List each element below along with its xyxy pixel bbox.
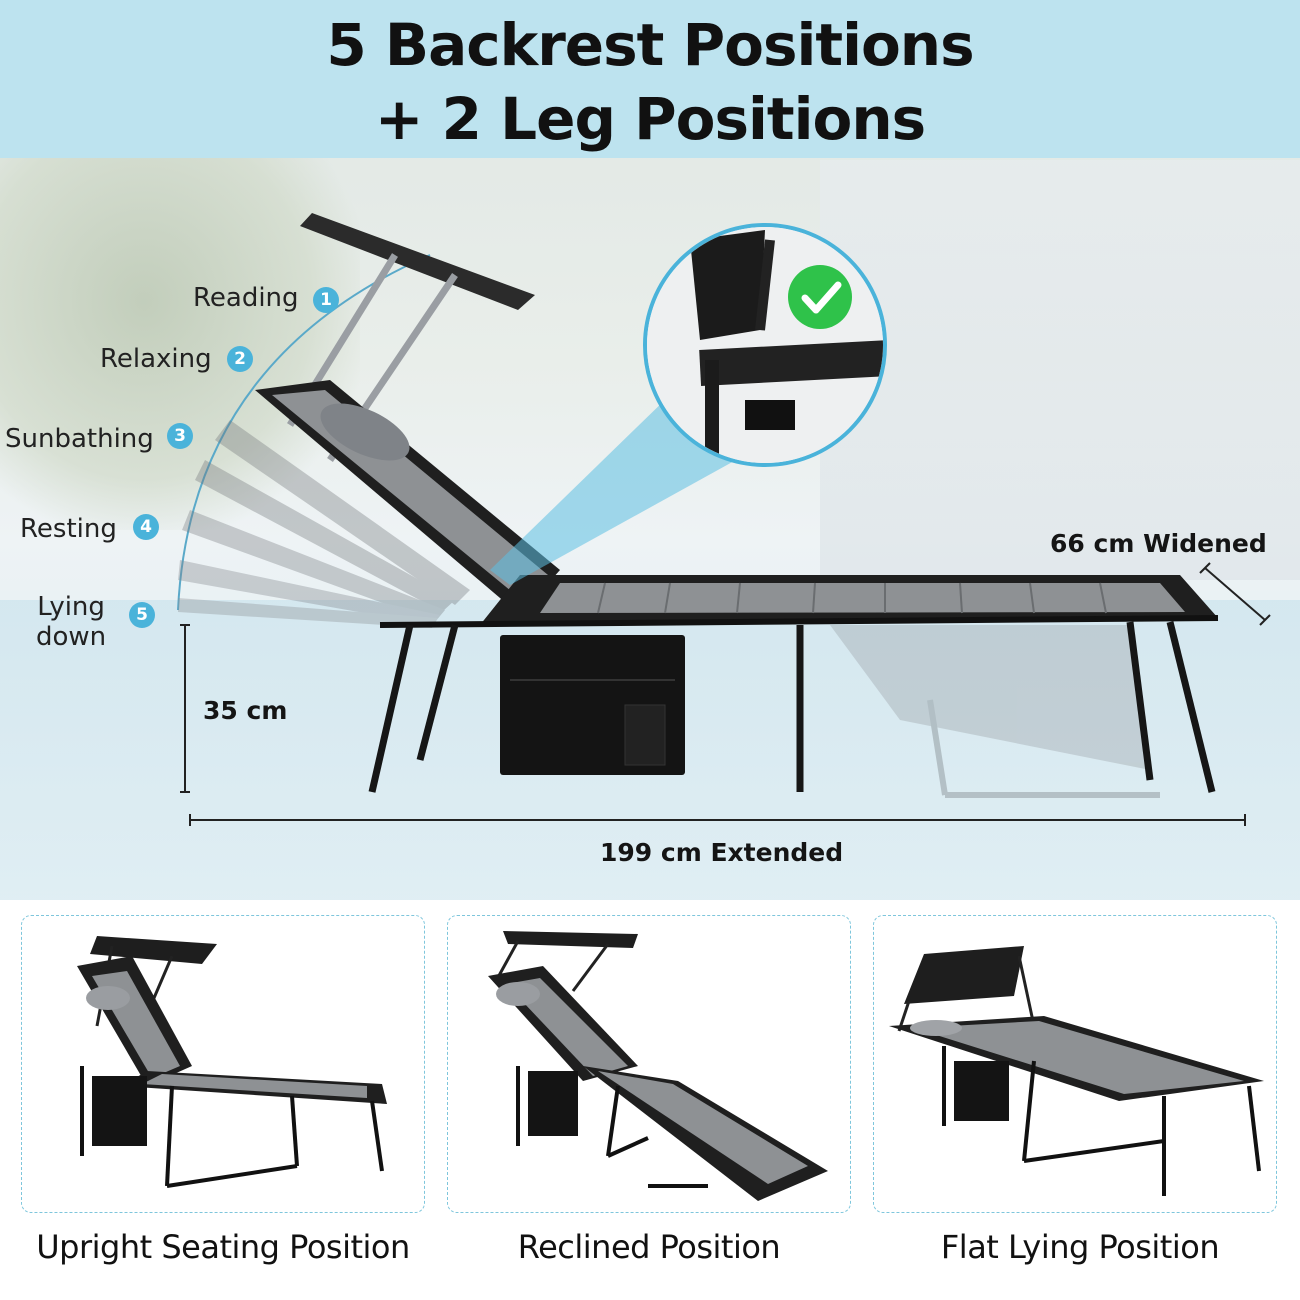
background-trees	[0, 150, 360, 530]
zoom-connector	[490, 395, 745, 585]
headline-line-1: 5 Backrest Positions	[326, 11, 974, 79]
ghost-leg-section	[830, 625, 1160, 798]
hinge-zoom	[643, 223, 887, 467]
position-number-3: 3	[167, 423, 193, 449]
headline-line-2: + 2 Leg Positions	[374, 85, 926, 153]
flat-lounger-image	[889, 946, 1264, 1196]
position-number-5: 5	[129, 602, 155, 628]
position-number-1: 1	[313, 287, 339, 313]
checkmark-icon	[788, 265, 852, 329]
recline-arc	[177, 254, 431, 611]
reclined-lounger-image	[488, 931, 828, 1201]
headrest-pillow	[320, 403, 410, 461]
lounger-legs	[368, 621, 1216, 793]
position-label-relaxing: Relaxing	[100, 344, 212, 374]
width-dimension-label: 66 cm Widened	[1050, 529, 1267, 558]
position-label-lying-down: Lying down	[36, 592, 107, 652]
lounger-diagram	[177, 213, 1271, 826]
upright-lounger-image	[77, 936, 387, 1188]
position-label-resting: Resting	[20, 514, 117, 544]
position-label-reading: Reading	[193, 283, 299, 313]
height-dimension-label: 35 cm	[203, 696, 288, 725]
card-upright-seating	[21, 915, 425, 1213]
card-reclined	[447, 915, 851, 1213]
length-dimension-label: 199 cm Extended	[600, 838, 844, 867]
dimension-lines	[180, 562, 1271, 826]
position-number-4: 4	[133, 514, 159, 540]
side-pocket-bag	[500, 635, 685, 775]
header-banner: 5 Backrest Positions + 2 Leg Positions	[0, 0, 1300, 158]
caption-reclined: Reclined Position	[517, 1228, 781, 1266]
caption-flat: Flat Lying Position	[940, 1228, 1220, 1266]
card-flat-lying	[873, 915, 1277, 1213]
position-number-2: 2	[227, 346, 253, 372]
caption-upright: Upright Seating Position	[36, 1228, 410, 1266]
lounger-bed	[379, 575, 1219, 628]
background-building	[820, 160, 1300, 580]
backrest	[255, 380, 560, 615]
ghost-backrests	[178, 420, 470, 628]
position-label-sunbathing: Sunbathing	[5, 424, 154, 454]
